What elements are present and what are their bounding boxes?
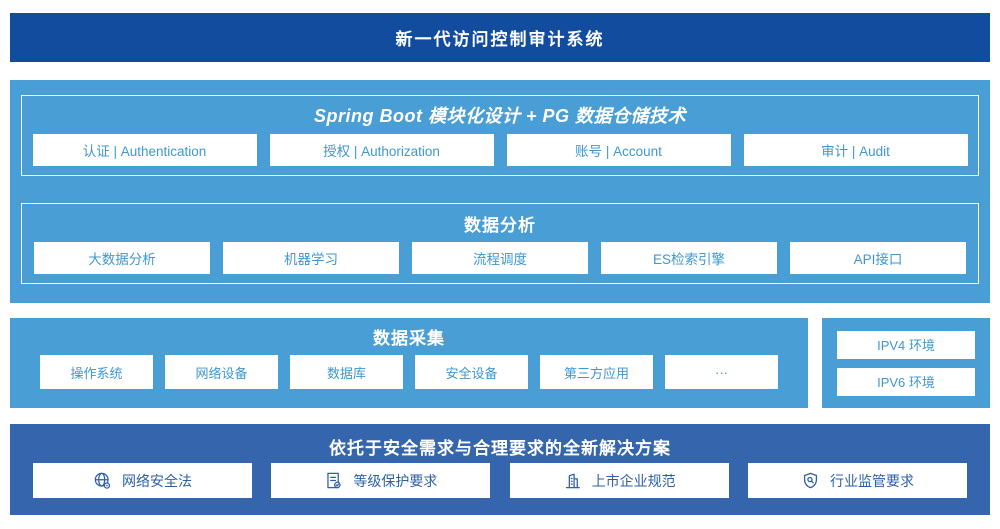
solution-item-classified-protection: 等级保护要求 xyxy=(271,463,491,498)
solution-item-label: 网络安全法 xyxy=(122,472,192,489)
module-workflow-scheduling: 流程调度 xyxy=(412,242,588,274)
solution-row: 网络安全法 等级保护要求 上 xyxy=(33,463,967,498)
data-analysis-row: 大数据分析 机器学习 流程调度 ES检索引擎 API接口 xyxy=(22,242,978,283)
solution-item-cybersecurity-law: 网络安全法 xyxy=(33,463,252,498)
module-authorization: 授权 | Authorization xyxy=(269,134,494,166)
solution-item-listed-company: 上市企业规范 xyxy=(509,463,729,498)
solution-item-label: 上市企业规范 xyxy=(591,472,676,489)
source-third-party-app: 第三方应用 xyxy=(540,355,653,389)
module-authentication: 认证 | Authentication xyxy=(32,134,257,166)
data-collection-title: 数据采集 xyxy=(373,329,445,348)
data-analysis-title: 数据分析 xyxy=(464,215,536,235)
system-title-banner: 新一代访问控制审计系统 xyxy=(10,13,990,62)
platform-container: Spring Boot 模块化设计 + PG 数据仓储技术 认证 | Authe… xyxy=(10,80,990,303)
solution-title: 依托于安全需求与合理要求的全新解决方案 xyxy=(329,439,671,458)
solution-item-industry-regulation: 行业监管要求 xyxy=(747,463,967,498)
shield-search-icon xyxy=(801,471,820,490)
module-es-search-engine: ES检索引擎 xyxy=(601,242,777,274)
springboot-section-title: Spring Boot 模块化设计 + PG 数据仓储技术 xyxy=(313,106,686,126)
module-bigdata-analysis: 大数据分析 xyxy=(34,242,210,274)
building-icon xyxy=(563,471,582,490)
module-machine-learning: 机器学习 xyxy=(223,242,399,274)
data-collection-section: 数据采集 操作系统 网络设备 数据库 安全设备 第三方应用 ··· xyxy=(10,318,808,408)
globe-icon xyxy=(93,471,112,490)
system-title: 新一代访问控制审计系统 xyxy=(395,30,605,49)
source-security-device: 安全设备 xyxy=(415,355,528,389)
solution-item-label: 行业监管要求 xyxy=(829,472,914,489)
module-audit: 审计 | Audit xyxy=(743,134,968,166)
module-api-interface: API接口 xyxy=(790,242,966,274)
solution-item-label: 等级保护要求 xyxy=(353,472,438,489)
source-database: 数据库 xyxy=(290,355,403,389)
source-network-device: 网络设备 xyxy=(165,355,278,389)
ipv4-environment: IPV4 环境 xyxy=(837,330,975,359)
module-account: 账号 | Account xyxy=(506,134,731,166)
data-collection-row: 操作系统 网络设备 数据库 安全设备 第三方应用 ··· xyxy=(10,355,808,408)
source-ellipsis: ··· xyxy=(665,355,778,389)
data-analysis-section: 数据分析 大数据分析 机器学习 流程调度 ES检索引擎 API接口 xyxy=(21,203,979,284)
solution-section: 依托于安全需求与合理要求的全新解决方案 网络安全法 xyxy=(10,424,990,515)
document-check-icon xyxy=(324,471,343,490)
ipv6-environment: IPV6 环境 xyxy=(837,367,975,396)
ip-environments-section: IPV4 环境 IPV6 环境 xyxy=(822,318,990,408)
source-operating-system: 操作系统 xyxy=(40,355,153,389)
springboot-section: Spring Boot 模块化设计 + PG 数据仓储技术 认证 | Authe… xyxy=(21,95,979,176)
springboot-module-row: 认证 | Authentication 授权 | Authorization 账… xyxy=(22,134,978,175)
